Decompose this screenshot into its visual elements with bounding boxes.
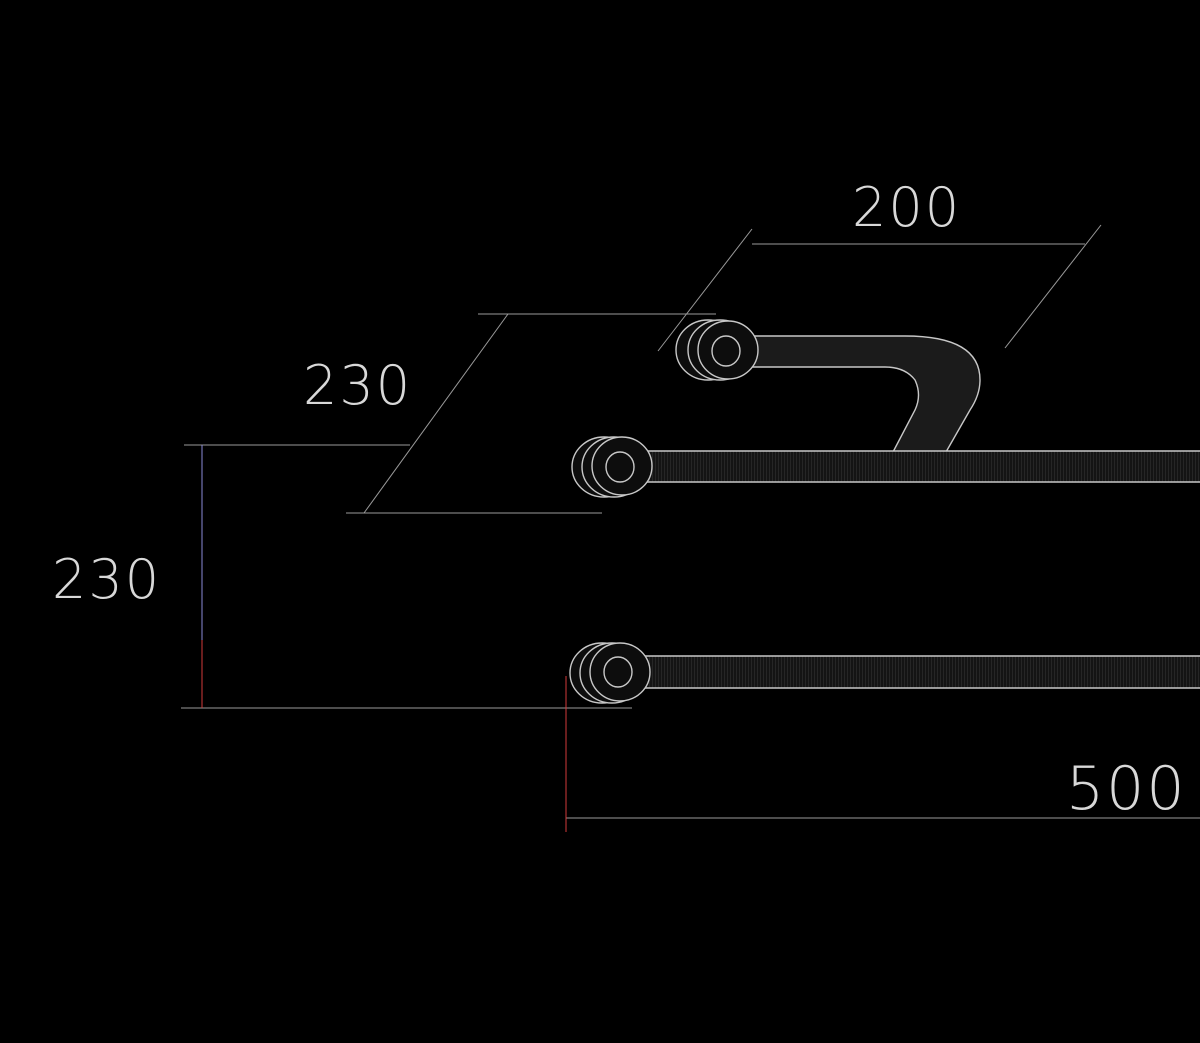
upper-bar-tube: [620, 451, 1200, 482]
lower-grab-bar: [569, 642, 1200, 704]
dim-200-label: 200: [852, 176, 961, 239]
dimension-lines: [181, 224, 1200, 832]
dimension-labels: 200 230 230 500: [52, 176, 1187, 824]
lower-bar-tube: [618, 656, 1200, 688]
dim-200-ext-right: [1004, 224, 1102, 349]
dim-depth-oblique: [363, 313, 509, 514]
dim-200-ext-left: [657, 228, 753, 352]
upper-bar-bend: [735, 336, 980, 452]
dim-length-label: 500: [1066, 754, 1187, 824]
dim-depth-label: 230: [303, 354, 412, 417]
upper-grab-bar: [571, 319, 1200, 498]
dim-height-label: 230: [52, 548, 161, 611]
